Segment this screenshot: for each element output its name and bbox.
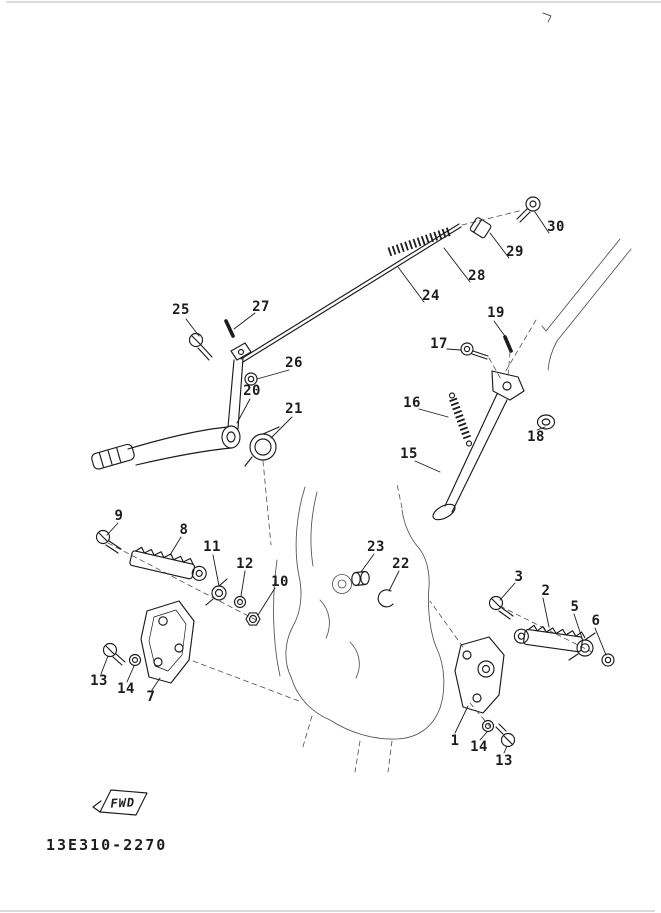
circlip — [377, 589, 394, 608]
pivot-bolt — [188, 332, 213, 361]
callout-21: 21 — [285, 401, 303, 417]
footrest-left-assembly — [95, 529, 300, 702]
callout-8: 8 — [179, 522, 189, 538]
footrest-right-bracket — [454, 636, 505, 714]
footrest-right-spring — [568, 632, 596, 661]
callout-5: 5 — [570, 599, 580, 615]
footrest-left-bolt — [95, 529, 122, 554]
callout-15: 15 — [400, 446, 418, 462]
pedal-return-spring — [244, 426, 280, 467]
stand-rubber — [536, 414, 556, 430]
fwd-marker: FWD — [92, 789, 148, 816]
footrest-left-spring — [205, 578, 228, 606]
footrest-left-bracket — [140, 600, 195, 684]
rod-adjuster-sleeve — [469, 217, 492, 239]
cotter-pin — [224, 319, 235, 338]
bracket-left-bolt — [102, 642, 126, 666]
callout-24: 24 — [422, 288, 440, 304]
footrest-left-washer — [233, 595, 247, 609]
part-number: 13E310-2270 — [46, 836, 168, 854]
callout-18: 18 — [527, 429, 545, 445]
callout-12: 12 — [236, 556, 254, 572]
callout-23: 23 — [367, 539, 385, 555]
pedal-pad — [91, 443, 135, 470]
callout-6: 6 — [591, 613, 601, 629]
callout-13: 13 — [495, 753, 513, 769]
rod-spring — [387, 226, 453, 257]
callout-26: 26 — [285, 355, 303, 371]
footrest-left-peg — [129, 546, 207, 581]
rod-end-bolt — [516, 196, 541, 223]
callout-27: 27 — [252, 299, 270, 315]
callout-3: 3 — [514, 569, 524, 585]
callout-9: 9 — [114, 508, 124, 524]
brake-pedal — [91, 425, 280, 546]
callout-19: 19 — [487, 305, 505, 321]
callout-14: 14 — [470, 739, 488, 755]
callout-20: 20 — [243, 383, 261, 399]
stand-pin — [503, 335, 513, 353]
callout-7: 7 — [146, 689, 156, 705]
footrest-right-bolt — [488, 595, 514, 620]
bracket-left-washer — [128, 653, 142, 667]
footrest-right-washer — [601, 653, 615, 667]
callout-13: 13 — [90, 673, 108, 689]
footrest-right-peg — [513, 624, 586, 653]
callout-25: 25 — [172, 302, 190, 318]
callout-2: 2 — [541, 583, 551, 599]
center-bushings — [351, 570, 394, 608]
callout-22: 22 — [392, 556, 410, 572]
footrest-right-assembly — [429, 595, 615, 748]
callout-30: 30 — [547, 219, 565, 235]
callout-17: 17 — [430, 336, 448, 352]
bracket-right-bolt — [495, 723, 516, 748]
stand-spring — [449, 397, 472, 442]
brake-rod-assembly — [188, 196, 541, 430]
callout-16: 16 — [403, 395, 421, 411]
side-stand — [432, 335, 556, 521]
callout-1: 1 — [450, 733, 460, 749]
footrest-left-nut — [245, 612, 261, 626]
callout-29: 29 — [506, 244, 524, 260]
frame-phantom — [273, 238, 632, 773]
callout-28: 28 — [468, 268, 486, 284]
bracket-right-washer — [481, 719, 495, 733]
callout-14: 14 — [117, 681, 135, 697]
fwd-marker-label: FWD — [110, 795, 135, 810]
callout-11: 11 — [203, 539, 221, 555]
leader-lines — [100, 211, 607, 754]
callout-10: 10 — [271, 574, 289, 590]
stand-bolt — [460, 342, 489, 360]
